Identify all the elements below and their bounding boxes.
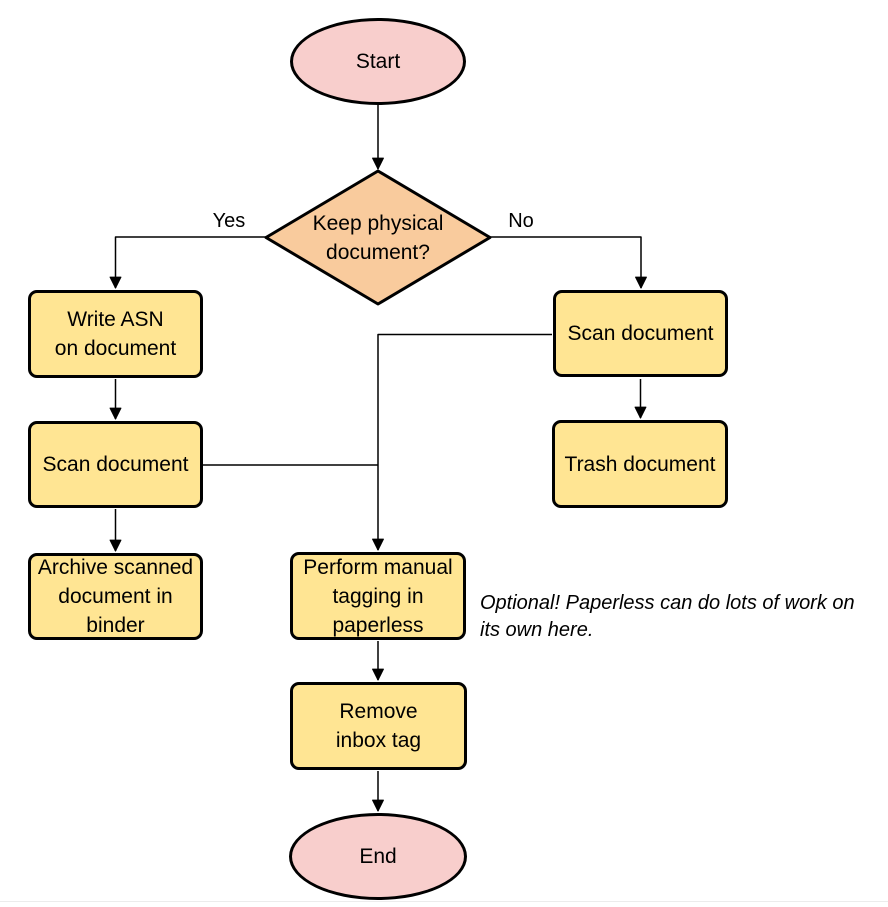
optional-note: Optional! Paperless can do lots of work … [480,592,855,641]
end-node-label: End [359,845,397,868]
remove-inbox-tag-node: Remove inbox tag [290,682,467,770]
archive-binder-node-label: Archive scanned document in binder [37,556,194,637]
write-asn-node: Write ASN on document [28,290,203,378]
archive-binder-node: Archive scanned document in binder [28,553,203,640]
trash-document-node-label: Trash document [564,452,716,476]
trash-document-node: Trash document [552,420,728,508]
scan-document-left-node-label: Scan document [42,453,189,476]
scan-document-left-node: Scan document [28,421,203,508]
decision-node: Keep physical document? [264,169,492,306]
write-asn-node-label: Write ASN on document [54,308,177,360]
decision-node-label: Keep physical document? [312,211,444,264]
manual-tagging-node-label: Perform manual tagging in paperless [303,555,453,637]
manual-tagging-node: Perform manual tagging in paperless [290,552,466,640]
edge-scan-right-to-tagging [372,333,552,551]
edge-label-no: No [508,210,534,232]
edge-decision-no-to-scan-right [490,236,647,289]
scan-document-right-node-label: Scan document [567,322,714,345]
edge-decision-yes-to-write-asn [109,236,266,289]
decision-diamond-shape [264,169,492,306]
end-node: End [289,813,467,900]
edge-label-yes: Yes [212,210,246,232]
start-node: Start [290,18,466,105]
page-bottom-divider [0,901,888,902]
remove-inbox-tag-node-label: Remove inbox tag [335,700,422,752]
start-node-label: Start [355,50,401,73]
scan-document-right-node: Scan document [553,290,728,377]
